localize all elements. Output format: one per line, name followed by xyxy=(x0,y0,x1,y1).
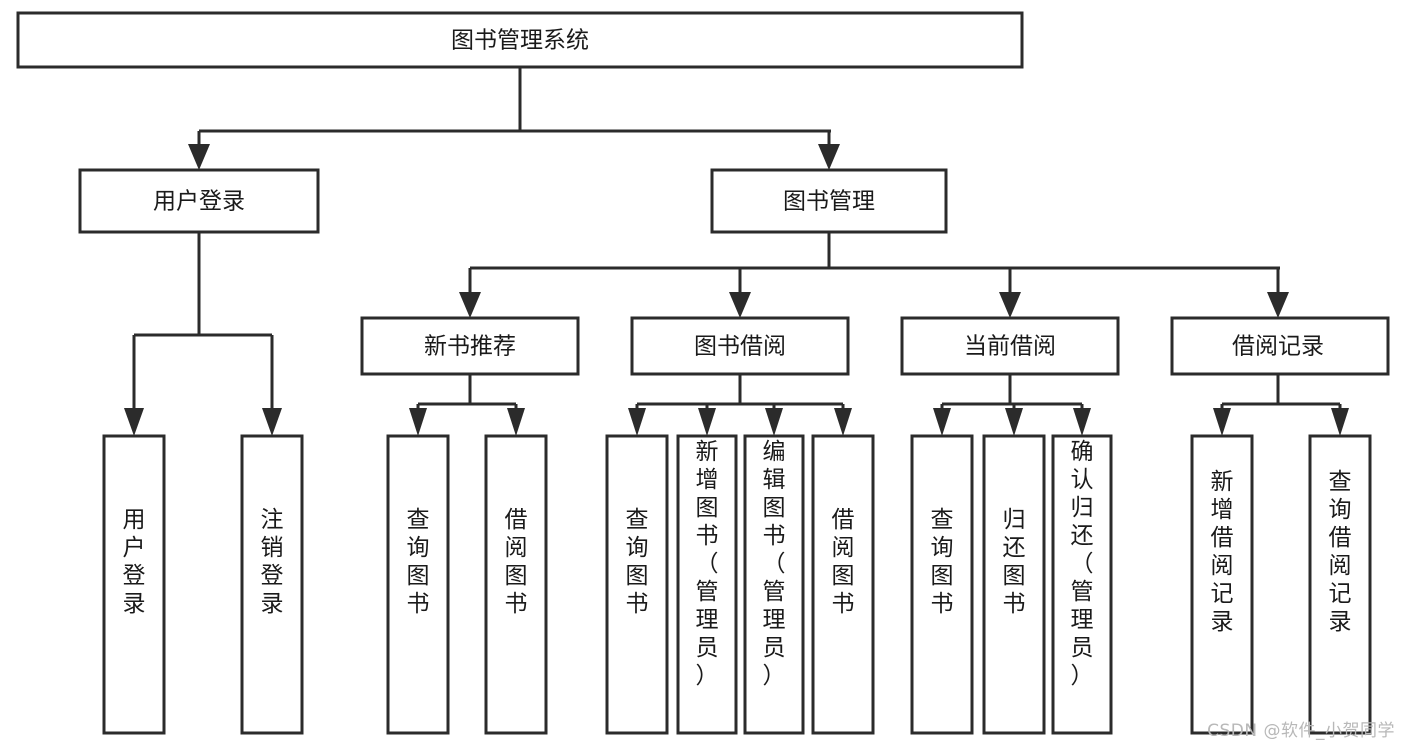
arrow-to-leaf-query-borrow-record xyxy=(1331,408,1349,436)
node-user-login[interactable]: 用户登录 xyxy=(78,168,320,234)
node-leaf-logout-login[interactable]: 注销登录 xyxy=(240,434,304,735)
node-leaf-query-borrow-record[interactable]: 查询借阅记录 xyxy=(1308,434,1372,735)
arrow-to-leaf-add-borrow-record xyxy=(1213,408,1231,436)
arrow-to-leaf-edit-book-admin xyxy=(765,408,783,436)
node-leaf-add-borrow-record-label: 新增借阅记录 xyxy=(1211,469,1234,635)
node-leaf-user-login-box[interactable] xyxy=(102,434,166,735)
node-root[interactable]: 图书管理系统 xyxy=(16,11,1024,69)
node-leaf-add-book-admin-box[interactable] xyxy=(676,434,738,735)
connector-layer xyxy=(124,67,1349,436)
arrow-to-leaf-query-book-3 xyxy=(933,408,951,436)
node-leaf-return-book[interactable]: 归还图书 xyxy=(982,434,1046,735)
arrow-to-borrow-record xyxy=(1267,292,1289,318)
node-leaf-user-login-label: 用户登录 xyxy=(123,507,146,617)
arrow-to-user-login xyxy=(188,144,210,170)
node-book-manage-label: 图书管理 xyxy=(783,189,875,215)
node-book-borrow-label: 图书借阅 xyxy=(694,334,786,360)
node-user-login-label: 用户登录 xyxy=(153,189,245,215)
arrow-to-book-borrow xyxy=(729,292,751,318)
node-leaf-edit-book-admin-box[interactable] xyxy=(743,434,805,735)
node-leaf-borrow-book-1-label: 借阅图书 xyxy=(505,507,528,617)
arrow-to-new-book-recommend xyxy=(459,292,481,318)
node-borrow-record[interactable]: 借阅记录 xyxy=(1170,316,1390,376)
arrow-to-current-borrow xyxy=(999,292,1021,318)
node-leaf-return-book-label: 归还图书 xyxy=(1003,507,1026,617)
node-current-borrow-box[interactable] xyxy=(900,316,1120,376)
arrow-to-leaf-return-book xyxy=(1005,408,1023,436)
node-leaf-query-borrow-record-box[interactable] xyxy=(1308,434,1372,735)
node-leaf-user-login[interactable]: 用户登录 xyxy=(102,434,166,735)
node-leaf-query-book-1[interactable]: 查询图书 xyxy=(386,434,450,735)
node-leaf-confirm-return-admin[interactable]: 确认归还（管理员） xyxy=(1051,434,1113,735)
leaf-layer: 用户登录 注销登录 查询图书 借阅图书 查询图书 新增图书（管理员） xyxy=(102,434,1372,735)
arrow-to-leaf-logout-login xyxy=(262,408,282,436)
node-book-manage[interactable]: 图书管理 xyxy=(710,168,948,234)
node-leaf-query-book-2-box[interactable] xyxy=(605,434,669,735)
node-borrow-record-box[interactable] xyxy=(1170,316,1390,376)
node-leaf-add-borrow-record[interactable]: 新增借阅记录 xyxy=(1190,434,1254,735)
node-leaf-query-book-1-box[interactable] xyxy=(386,434,450,735)
node-borrow-record-label: 借阅记录 xyxy=(1232,334,1324,360)
node-leaf-query-book-1-label: 查询图书 xyxy=(407,507,430,617)
node-leaf-logout-login-label: 注销登录 xyxy=(261,507,284,617)
node-leaf-add-borrow-record-box[interactable] xyxy=(1190,434,1254,735)
node-new-book-recommend-box[interactable] xyxy=(360,316,580,376)
arrow-to-leaf-query-book-2 xyxy=(628,408,646,436)
arrow-to-leaf-borrow-book-2 xyxy=(834,408,852,436)
node-leaf-borrow-book-2[interactable]: 借阅图书 xyxy=(811,434,875,735)
node-leaf-edit-book-admin-label: 编辑图书（管理员） xyxy=(763,439,786,689)
node-root-box[interactable] xyxy=(16,11,1024,69)
node-leaf-add-book-admin[interactable]: 新增图书（管理员） xyxy=(676,434,738,735)
node-user-login-box[interactable] xyxy=(78,168,320,234)
arrow-to-leaf-borrow-book-1 xyxy=(507,408,525,436)
arrow-to-leaf-query-book-1 xyxy=(409,408,427,436)
node-new-book-recommend[interactable]: 新书推荐 xyxy=(360,316,580,376)
node-leaf-add-book-admin-label: 新增图书（管理员） xyxy=(696,439,719,689)
arrow-to-leaf-add-book-admin xyxy=(698,408,716,436)
arrow-to-leaf-user-login xyxy=(124,408,144,436)
node-leaf-confirm-return-admin-box[interactable] xyxy=(1051,434,1113,735)
node-leaf-edit-book-admin[interactable]: 编辑图书（管理员） xyxy=(743,434,805,735)
arrow-to-leaf-confirm-return-admin xyxy=(1073,408,1091,436)
node-book-borrow-box[interactable] xyxy=(630,316,850,376)
node-book-manage-box[interactable] xyxy=(710,168,948,234)
node-leaf-confirm-return-admin-label: 确认归还（管理员） xyxy=(1071,439,1094,689)
node-leaf-query-book-3[interactable]: 查询图书 xyxy=(910,434,974,735)
node-leaf-query-book-3-box[interactable] xyxy=(910,434,974,735)
node-leaf-borrow-book-1-box[interactable] xyxy=(484,434,548,735)
node-leaf-query-book-2-label: 查询图书 xyxy=(626,507,649,617)
node-new-book-recommend-label: 新书推荐 xyxy=(424,334,516,360)
node-root-label: 图书管理系统 xyxy=(451,28,589,54)
arrow-to-book-manage xyxy=(818,144,840,170)
node-leaf-query-borrow-record-label: 查询借阅记录 xyxy=(1329,469,1352,635)
node-leaf-query-book-2[interactable]: 查询图书 xyxy=(605,434,669,735)
node-leaf-logout-login-box[interactable] xyxy=(240,434,304,735)
node-leaf-query-book-3-label: 查询图书 xyxy=(931,507,954,617)
node-leaf-borrow-book-1[interactable]: 借阅图书 xyxy=(484,434,548,735)
node-current-borrow-label: 当前借阅 xyxy=(964,334,1056,360)
node-leaf-borrow-book-2-label: 借阅图书 xyxy=(832,507,855,617)
node-current-borrow[interactable]: 当前借阅 xyxy=(900,316,1120,376)
node-book-borrow[interactable]: 图书借阅 xyxy=(630,316,850,376)
node-leaf-return-book-box[interactable] xyxy=(982,434,1046,735)
node-leaf-borrow-book-2-box[interactable] xyxy=(811,434,875,735)
